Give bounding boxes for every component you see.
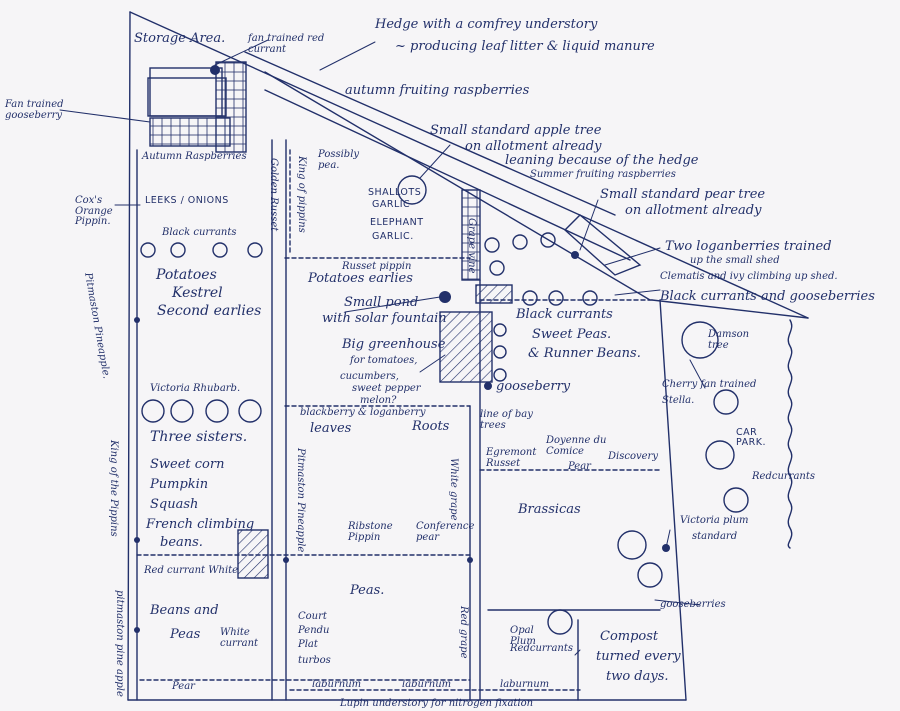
label-victoria-plum-2: standard: [692, 531, 738, 542]
label-laburnum-2: laburnum: [402, 679, 452, 690]
label-sweetcorn: Sweet corn: [150, 457, 225, 472]
label-gooseberries-bottom: gooseberries: [660, 599, 726, 610]
label-kestrel: Kestrel: [172, 285, 223, 301]
label-apple-tree: Small standard apple tree: [430, 123, 602, 138]
label-greenhouse-5: melon?: [360, 395, 397, 406]
label-french-beans-2: beans.: [160, 535, 203, 550]
label-storage-area: Storage Area.: [134, 31, 226, 46]
label-possibly-pea: Possibly pea.: [318, 149, 360, 171]
label-court-pendu-3: Plat: [298, 639, 318, 650]
label-laburnum-1: laburnum: [312, 679, 362, 690]
label-pear-bottom: Pear: [172, 681, 195, 692]
label-squash: Squash: [150, 497, 199, 512]
label-garlic: GARLIC: [372, 199, 411, 210]
label-opal-plum: Opal Plum: [510, 625, 536, 647]
label-blackberry: blackberry & loganberry: [300, 407, 426, 418]
label-discovery: Discovery: [608, 451, 658, 462]
label-fan-gooseberry: Fan trained gooseberry: [5, 99, 64, 121]
label-hedge: Hedge with a comfrey understory: [375, 17, 598, 32]
label-gooseberry-mid: gooseberry: [496, 379, 571, 394]
label-beans-and-peas: Beans and: [150, 603, 219, 618]
label-court-pendu: Court: [298, 611, 327, 622]
label-compost-3: two days.: [606, 669, 669, 684]
label-greenhouse-3: cucumbers,: [340, 371, 399, 382]
label-pear-tree: Small standard pear tree: [600, 187, 766, 202]
label-blackcurrants-mid: Black currants: [516, 307, 613, 322]
label-shallots: SHALLOTS: [368, 187, 422, 198]
label-autumn-raspberries-hedge: autumn fruiting raspberries: [345, 83, 530, 98]
label-white-grape: White grape: [448, 458, 459, 521]
label-conference: Conference pear: [416, 521, 475, 543]
label-redcurrant-white: Red currant White: [144, 565, 239, 576]
label-compost-2: turned every: [596, 649, 681, 664]
label-red-grape: Red grape: [458, 606, 469, 659]
label-coxs: Cox's Orange Pippin.: [75, 195, 113, 227]
label-grape-vine: Grape vine: [466, 218, 477, 274]
label-golden-russet: Golden Russet: [268, 158, 279, 232]
label-summer-raspberries: Summer fruiting raspberries: [530, 169, 676, 180]
label-apple-tree-2: on allotment already: [465, 139, 602, 154]
label-victoria-rhubarb: Victoria Rhubarb.: [150, 383, 241, 394]
label-peas: Peas.: [350, 583, 385, 598]
label-fan-redcurrant: fan trained red currant: [248, 33, 325, 55]
label-potatoes: Potatoes: [156, 267, 217, 283]
label-french-beans: French climbing: [146, 517, 255, 532]
label-footer: Lupin understory for nitrogen fixation: [340, 698, 534, 709]
label-damson: Damson tree: [708, 329, 750, 351]
label-beans-and-peas-2: Peas: [170, 627, 201, 642]
label-kitchen-raspberry: King of pippins: [296, 156, 307, 233]
label-hedge-sub: ~ producing leaf litter & liquid manure: [395, 39, 655, 54]
label-clematis: Clematis and ivy climbing up shed.: [660, 271, 838, 282]
label-pitmaston-mid: Pitmaston Pineapple: [295, 448, 306, 553]
label-elephant: ELEPHANT: [370, 217, 424, 228]
label-greenhouse: Big greenhouse: [342, 337, 446, 352]
label-small-pond: Small pond: [344, 295, 419, 310]
label-king-pippins: King of the Pippins: [108, 440, 119, 537]
label-car-park: CAR PARK.: [736, 427, 766, 448]
label-blackcurrants-gooseberries: Black currants and gooseberries: [660, 289, 875, 304]
label-autumn-raspberries-bed: Autumn Raspberries: [142, 151, 247, 162]
label-solar-fountain: with solar fountain: [322, 311, 447, 326]
label-cherry: Cherry fan trained: [662, 379, 757, 390]
label-blackcurrants-left: Black currants: [162, 227, 237, 238]
label-loganberries: Two loganberries trained: [665, 239, 832, 254]
label-leaves: leaves: [310, 421, 352, 436]
label-laburnum-3: laburnum: [500, 679, 550, 690]
label-turbos: turbos: [298, 655, 331, 666]
label-loganberries-2: up the small shed: [690, 255, 780, 266]
label-greenhouse-2: for tomatoes,: [350, 355, 418, 366]
label-redcurrants-bottom: Redcurrants: [510, 643, 574, 654]
label-redcurrants-right: Redcurrants: [752, 471, 816, 482]
label-potatoes-earlies: Potatoes earlies: [308, 271, 413, 286]
label-white-currant: White currant: [220, 627, 259, 649]
label-egremont: Egremont Russet: [486, 447, 537, 469]
label-doyenne: Doyenne du Comice: [546, 435, 607, 457]
label-runner-beans: & Runner Beans.: [528, 346, 641, 361]
label-pear-tree-2: on allotment already: [625, 203, 762, 218]
label-russet-pippin: Russet pippin: [342, 261, 412, 272]
label-pumpkin: Pumpkin: [150, 477, 209, 492]
label-doyenne-pear: Pear: [568, 461, 591, 472]
label-ribston: Ribstone Pippin: [348, 521, 393, 543]
label-three-sisters: Three sisters.: [150, 429, 248, 445]
label-compost: Compost: [600, 629, 659, 644]
label-court-pendu-2: Pendu: [298, 625, 330, 636]
label-brassicas: Brassicas: [518, 502, 581, 517]
label-apple-tree-3: leaning because of the hedge: [505, 153, 699, 168]
label-leeks: LEEKS / ONIONS: [145, 195, 229, 206]
label-victoria-plum: Victoria plum: [680, 515, 749, 526]
label-greenhouse-4: sweet pepper: [352, 383, 421, 394]
label-garlic-2: GARLIC.: [372, 231, 414, 242]
label-second-earlies: Second earlies: [157, 303, 262, 319]
label-stella: Stella.: [662, 395, 695, 406]
label-pitmaston-bottom: pitmaston pine apple: [114, 590, 125, 697]
label-sweet-peas: Sweet Peas.: [532, 327, 612, 342]
label-roots: Roots: [412, 419, 450, 434]
label-bay-trees: line of bay trees: [480, 409, 533, 431]
